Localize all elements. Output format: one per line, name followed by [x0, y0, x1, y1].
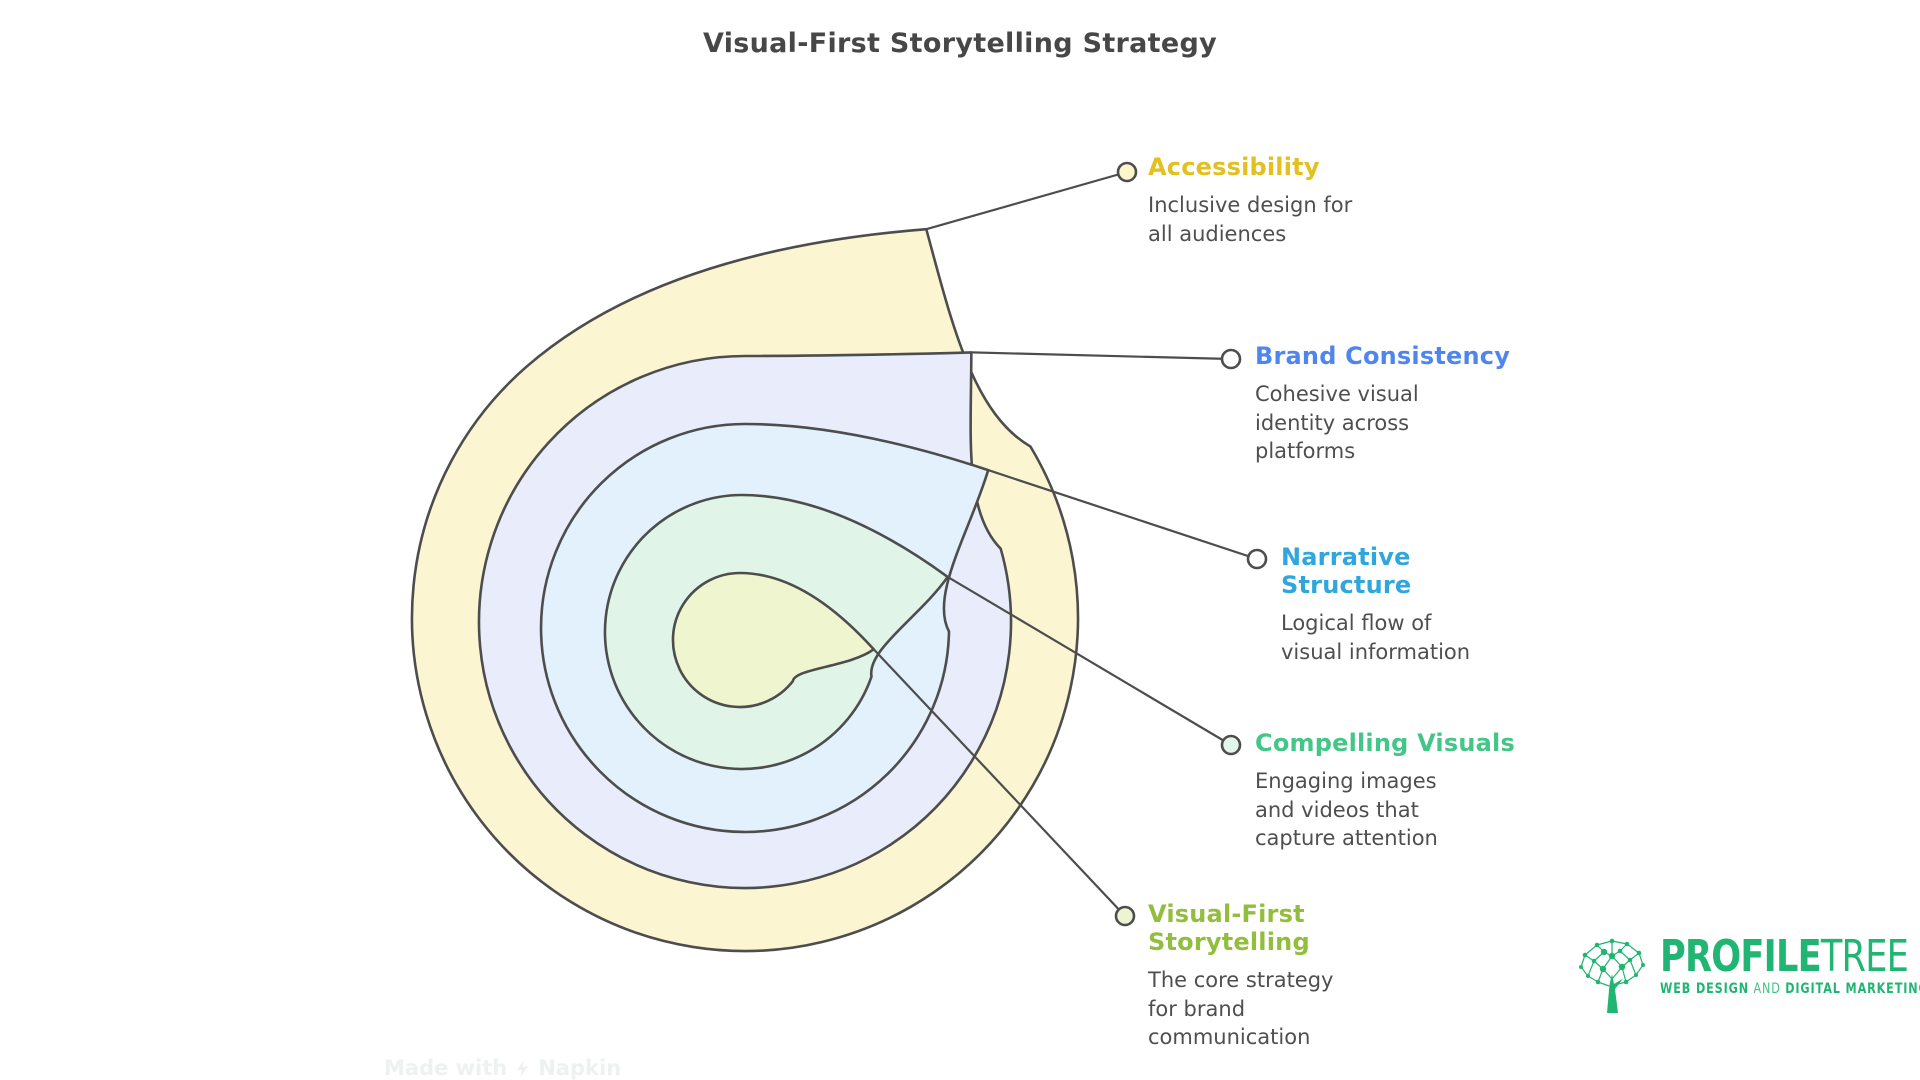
callout-desc-line: and videos that: [1255, 797, 1419, 822]
profiletree-tree-icon: [1579, 938, 1645, 1013]
callout-description: Cohesive visual identity across platform…: [1255, 380, 1555, 466]
watermark: Made with Napkin: [384, 1056, 621, 1080]
callout-desc-line: The core strategy: [1148, 968, 1334, 992]
marker-dot-brand-consistency: [1220, 348, 1242, 370]
callout-narrative-structure: Narrative Structure Logical flow of visu…: [1281, 543, 1581, 666]
callout-desc-line: Cohesive visual: [1255, 382, 1419, 406]
callout-accessibility: Accessibility Inclusive design for all a…: [1148, 153, 1448, 248]
callout-description: Inclusive design for all audiences: [1148, 191, 1448, 248]
callout-visual-first-storytelling: Visual-First Storytelling The core strat…: [1148, 900, 1448, 1052]
leader-line-accessibility: [925, 170, 1128, 231]
callout-title-line: Compelling Visuals: [1255, 729, 1515, 757]
callout-title-line: Structure: [1281, 571, 1412, 599]
callout-desc-line: visual information: [1281, 639, 1471, 664]
callout-compelling-visuals: Compelling Visuals Engaging images and v…: [1255, 729, 1555, 853]
callout-desc-line: platforms: [1255, 439, 1356, 463]
tagline-web-design: WEB DESIGN: [1660, 981, 1749, 997]
layer-shape-visual-first-storytelling: [671, 571, 875, 709]
callout-description: Engaging images and videos that capture …: [1255, 767, 1555, 853]
profiletree-logo: PROFILETREE WEB DESIGN AND DIGITAL MARKE…: [1576, 934, 1920, 1014]
callout-title: Visual-First Storytelling: [1148, 900, 1448, 956]
marker-dot-narrative-structure: [1246, 548, 1268, 570]
callout-title: Brand Consistency: [1255, 342, 1555, 370]
marker-dot-accessibility: [1116, 161, 1138, 183]
profiletree-tagline: WEB DESIGN AND DIGITAL MARKETING: [1660, 981, 1920, 997]
marker-dot-visual-first-storytelling: [1114, 905, 1136, 927]
brand-name-bold: PROFILE: [1660, 931, 1822, 982]
leader-line-brand-consistency: [971, 351, 1232, 361]
callout-title: Narrative Structure: [1281, 543, 1581, 599]
callout-title-line: Accessibility: [1148, 153, 1320, 181]
callout-desc-line: Logical flow of: [1281, 611, 1432, 635]
profiletree-wordmark: PROFILETREE WEB DESIGN AND DIGITAL MARKE…: [1660, 934, 1920, 998]
callout-title-line: Brand Consistency: [1255, 342, 1511, 370]
callout-desc-line: capture attention: [1255, 826, 1438, 850]
callout-desc-line: Engaging images: [1255, 769, 1437, 793]
watermark-prefix: Made with: [384, 1056, 508, 1080]
callout-title: Compelling Visuals: [1255, 729, 1555, 757]
callout-title-line: Narrative: [1281, 543, 1411, 571]
marker-dot-compelling-visuals: [1220, 734, 1242, 756]
callout-desc-line: communication: [1148, 1025, 1311, 1049]
callout-brand-consistency: Brand Consistency Cohesive visual identi…: [1255, 342, 1555, 466]
leader-line-narrative-structure: [987, 469, 1258, 561]
tagline-digital-marketing: DIGITAL MARKETING: [1785, 981, 1920, 997]
napkin-lightning-icon: [517, 1059, 529, 1077]
callout-title-line: Visual-First: [1148, 900, 1305, 928]
callout-description: The core strategy for brand communicatio…: [1148, 966, 1448, 1052]
leader-line-compelling-visuals: [947, 575, 1232, 746]
callout-desc-line: identity across: [1255, 410, 1410, 435]
callout-desc-line: all audiences: [1148, 221, 1287, 246]
callout-description: Logical flow of visual information: [1281, 609, 1581, 666]
tagline-and: AND: [1753, 981, 1781, 997]
leader-line-visual-first-storytelling: [872, 648, 1126, 917]
callout-title: Accessibility: [1148, 153, 1448, 181]
profiletree-brand-name: PROFILETREE: [1660, 934, 1920, 980]
page-title: Visual-First Storytelling Strategy: [702, 28, 1218, 59]
callout-title-line: Storytelling: [1148, 928, 1310, 956]
watermark-brand: Napkin: [538, 1056, 622, 1080]
callout-desc-line: Inclusive design for: [1148, 193, 1353, 217]
callout-desc-line: for brand: [1148, 996, 1246, 1021]
brand-name-light: TREE: [1820, 931, 1909, 982]
